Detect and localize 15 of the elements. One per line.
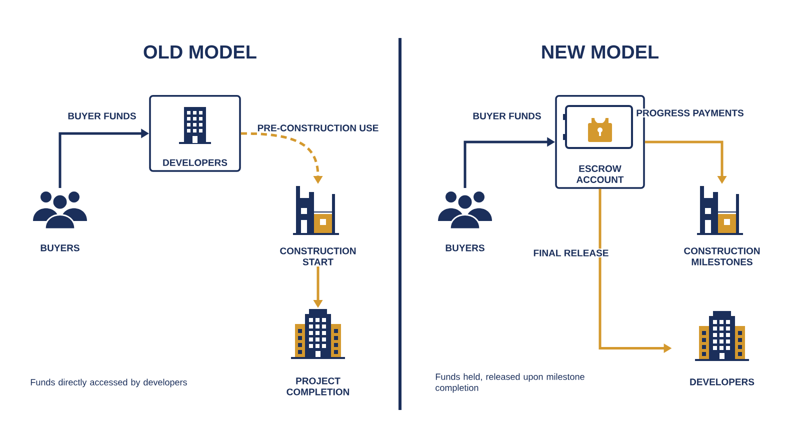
icon-caption: PROJECT COMPLETION	[286, 378, 350, 396]
edge-label: BUYER FUNDS	[66, 112, 138, 120]
icon-caption: BUYERS	[40, 244, 80, 252]
note-text: Funds held, released upon milestone completion	[436, 373, 584, 393]
edge-label: PRE-CONSTRUCTION USE	[256, 124, 380, 132]
icon-caption: CONSTRUCTION START	[280, 248, 356, 266]
section-title: NEW MODEL	[542, 45, 658, 59]
icon-caption: CONSTRUCTION MILESTONES	[684, 248, 760, 266]
section-title: OLD MODEL	[144, 45, 256, 59]
edge-label: BUYER FUNDS	[472, 112, 542, 120]
icon-caption: BUYERS	[446, 244, 484, 252]
note-text: Funds directly accessed by developers	[30, 378, 187, 388]
icon-caption: DEVELOPERS	[690, 378, 754, 386]
edge-label: PROGRESS PAYMENTS	[635, 108, 745, 118]
edge-label: FINAL RELEASE	[532, 248, 610, 258]
